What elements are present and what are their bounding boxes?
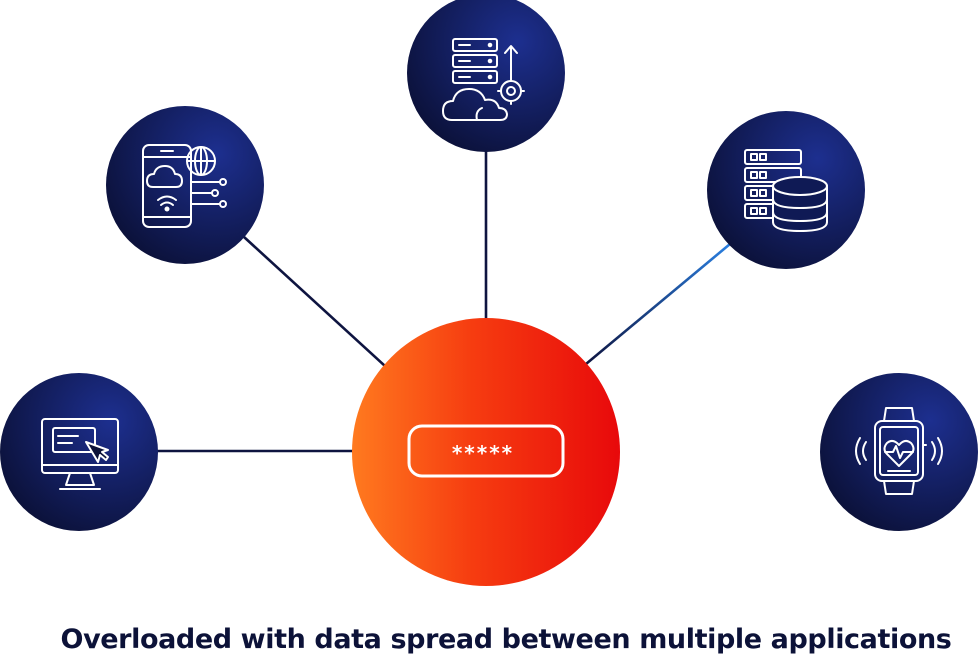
center-circle [352,318,620,586]
node-server-cloud [407,0,565,152]
mobile-cloud-globe-icon [142,144,227,228]
server-database-icon [744,149,828,232]
node-server-database [707,111,865,269]
diagram-caption: Overloaded with data spread between mult… [60,624,952,655]
smartwatch-heart-icon [855,407,943,495]
password-field [407,424,565,478]
monitor-cursor-icon [41,418,119,490]
connector-upper-left [243,236,386,367]
connector-upper-right [585,243,731,365]
node-mobile-cloud [106,106,264,264]
password-mask: ***** [452,441,514,465]
node-smartwatch [820,373,978,531]
connectors [157,150,822,453]
node-monitor [0,373,158,531]
password-hub: ***** [352,318,620,586]
server-cloud-gear-icon [442,38,525,121]
